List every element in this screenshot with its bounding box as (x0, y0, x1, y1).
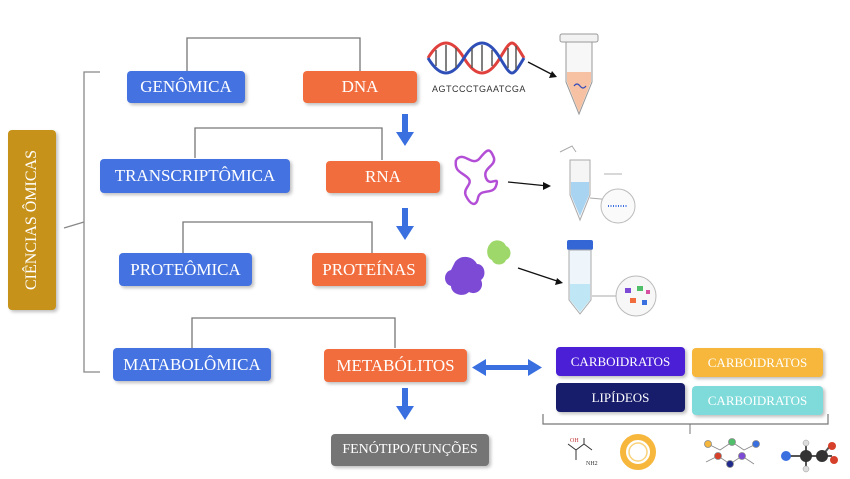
protein-tube-icon (567, 240, 657, 317)
omics-sciences-label: CIÊNCIAS ÔMICAS (8, 130, 56, 310)
connector-proteomics (182, 221, 373, 253)
down-arrows (396, 114, 414, 420)
omics-bracket (83, 71, 100, 373)
lipids-box[interactable]: LIPÍDEOS (556, 383, 685, 412)
carbohydrates-box-2[interactable]: CARBOIDRATOS (692, 348, 823, 377)
metabolites-box[interactable]: METABÓLITOS (324, 349, 467, 382)
proteins-box[interactable]: PROTEÍNAS (312, 253, 426, 286)
carbohydrates-box-1[interactable]: CARBOIDRATOS (556, 347, 685, 376)
double-arrow (472, 359, 542, 376)
proteomics-box[interactable]: PROTEÔMICA (119, 253, 252, 286)
dna-tube-icon (559, 33, 599, 116)
metabolomics-box[interactable]: MATABOLÔMICA (113, 348, 271, 381)
rna-box[interactable]: RNA (326, 161, 440, 193)
phenotype-box[interactable]: FENÓTIPO/FUNÇÕES (331, 434, 489, 466)
protein-molecules-icon (445, 240, 511, 295)
rna-tube-icon (559, 145, 636, 224)
svg-text:NH2: NH2 (586, 461, 598, 467)
carbohydrates-box-3[interactable]: CARBOIDRATOS (692, 386, 823, 415)
classes-bracket (542, 414, 829, 425)
connector-transcriptomics (194, 127, 383, 160)
dna-helix-icon (426, 41, 526, 75)
connector-genomics (186, 37, 361, 72)
nucleotide-chain-icon (704, 438, 760, 468)
carbon-molecule-icon (781, 439, 838, 473)
rna-strand-icon (454, 149, 499, 206)
genomics-box[interactable]: GENÔMICA (127, 71, 245, 103)
dna-sequence-text: AGTCCCTGAATCGA (432, 84, 526, 94)
lipid-vesicle-icon (620, 434, 656, 470)
transcriptomics-box[interactable]: TRANSCRIPTÔMICA (100, 159, 290, 193)
dna-box[interactable]: DNA (303, 71, 417, 103)
amino-acid-molecule-icon: OH NH2 (567, 438, 598, 467)
connector-metabolomics (191, 317, 396, 348)
svg-text:OH: OH (570, 438, 579, 444)
